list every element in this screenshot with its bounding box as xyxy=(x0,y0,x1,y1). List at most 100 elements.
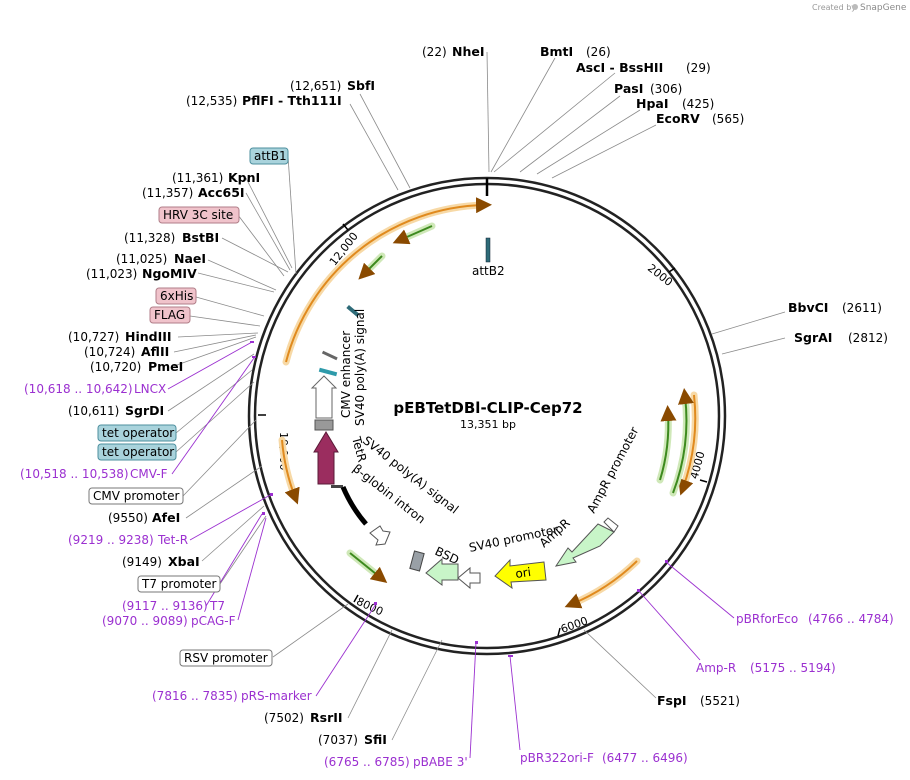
primer-pcagf: pCAG-F xyxy=(191,614,236,628)
primer-prsmarker: pRS-marker xyxy=(241,689,312,703)
credit-prefix: Created by xyxy=(812,3,856,12)
feature-box-tet-operator-1: tet operator xyxy=(97,424,177,442)
site-afei-pos: (9550) xyxy=(108,511,148,525)
primer-t7: T7 xyxy=(209,599,225,613)
orf-green-4 xyxy=(672,388,694,494)
feature-box-cmv-promoter: CMV promoter xyxy=(88,487,184,505)
orf-arc-left xyxy=(281,439,300,505)
tick-mark-8000 xyxy=(353,594,359,603)
bglobin-intron-bar xyxy=(340,486,368,526)
orf-green-1 xyxy=(392,225,433,245)
feature-box-6xhis: 6xHis xyxy=(155,287,197,305)
tick-mark-12000 xyxy=(342,223,349,231)
site-fspi-pos: (5521) xyxy=(700,694,740,708)
site-xbai: XbaI xyxy=(168,554,200,569)
orf-arc-top xyxy=(285,197,492,363)
site-hindiii: HindIII xyxy=(125,329,172,344)
site-bbvci-pos: (2611) xyxy=(842,301,882,315)
orf-green-2 xyxy=(358,255,383,280)
site-ecorv: EcoRV xyxy=(656,111,700,126)
site-naei: NaeI xyxy=(174,251,206,266)
site-asci: AscI - BssHII xyxy=(576,60,663,75)
sv40-polya-label-1: SV40 poly(A) signal xyxy=(353,309,367,426)
site-bbvci: BbvCI xyxy=(788,300,828,315)
ampr-promoter-arrow xyxy=(603,517,619,533)
tick-mark-2000 xyxy=(668,267,676,273)
feature-box-t7-promoter: T7 promoter xyxy=(137,575,221,593)
ori-arrow xyxy=(494,558,547,590)
ampr-arrow xyxy=(554,523,615,567)
orf-arc-bottom-glow xyxy=(568,557,641,608)
site-nhei: NheI xyxy=(452,44,485,59)
primer-pbr322orif-range: (6477 .. 6496) xyxy=(602,751,688,765)
site-pflfi-pos: (12,535) xyxy=(186,94,237,108)
site-sfii: SfiI xyxy=(364,732,387,747)
inner-feature-2 xyxy=(321,350,338,361)
svg-text:FLAG: FLAG xyxy=(154,308,185,322)
site-ngomiv-pos: (11,023) xyxy=(86,267,137,281)
bsd-grey-box xyxy=(409,550,425,572)
tetr-arrow xyxy=(313,431,339,485)
primer-ring-marks xyxy=(250,341,668,657)
primer-cmvf: CMV-F xyxy=(130,467,168,481)
feature-box-attb1: attB1 xyxy=(249,147,289,165)
svg-text:tet operator: tet operator xyxy=(102,445,174,459)
bsd-arrow xyxy=(425,557,459,586)
site-connectors xyxy=(167,51,786,741)
site-sbfi-pos: (12,651) xyxy=(290,79,341,93)
primer-prsmarker-range: (7816 .. 7835) xyxy=(152,689,238,703)
primer-tetr-range: (9219 .. 9238) xyxy=(68,533,154,547)
feature-box-hrv3c: HRV 3C site xyxy=(158,206,240,224)
site-asci-pos: (29) xyxy=(686,61,711,75)
site-acc65i: Acc65I xyxy=(198,185,245,200)
site-bstbi: BstBI xyxy=(182,230,219,245)
primer-pbr322orif: pBR322ori-F xyxy=(520,751,594,765)
primer-cmvf-range: (10,518 .. 10,538) xyxy=(20,467,129,481)
orf-green-5 xyxy=(349,552,388,584)
primer-t7-range: (9117 .. 9136) xyxy=(122,599,208,613)
site-aflii-pos: (10,724) xyxy=(84,345,135,359)
site-rsrii: RsrII xyxy=(310,710,343,725)
tick-mark-6000 xyxy=(557,627,561,637)
primer-ampr-range: (5175 .. 5194) xyxy=(750,661,836,675)
cmv-enhancer-label: CMV enhancer xyxy=(339,331,353,418)
svg-text:CMV promoter: CMV promoter xyxy=(93,489,180,503)
attb2-label: attB2 xyxy=(472,264,505,278)
site-sgrai: SgrAI xyxy=(794,330,832,345)
primer-pbrforeco: pBRforEco xyxy=(736,612,798,626)
svg-text:RSV promoter: RSV promoter xyxy=(184,651,268,665)
site-xbai-pos: (9149) xyxy=(122,555,162,569)
site-rsrii-pos: (7502) xyxy=(264,711,304,725)
site-kpni: KpnI xyxy=(228,170,260,185)
orf-arc-bottom xyxy=(564,560,638,609)
plasmid-length: 13,351 bp xyxy=(460,418,516,431)
ori-label: ori xyxy=(514,565,531,581)
orf-arc-right xyxy=(678,394,697,496)
site-pmei-pos: (10,720) xyxy=(90,360,141,374)
primer-lncx-range: (10,618 .. 10,642) xyxy=(24,382,133,396)
site-ngomiv: NgoMIV xyxy=(142,266,197,281)
site-sfii-pos: (7037) xyxy=(318,733,358,747)
svg-text:T7 promoter: T7 promoter xyxy=(141,577,217,591)
site-kpni-pos: (11,361) xyxy=(172,171,223,185)
primer-tetr: Tet-R xyxy=(157,533,188,547)
site-sbfi: SbfI xyxy=(347,78,375,93)
tick-mark-4000 xyxy=(699,479,708,483)
site-nhei-pos: (22) xyxy=(422,45,447,59)
site-fspi: FspI xyxy=(657,693,687,708)
site-hpai: HpaI xyxy=(636,96,669,111)
site-pasi: PasI xyxy=(614,81,643,96)
site-afei: AfeI xyxy=(152,510,180,525)
site-hindiii-pos: (10,727) xyxy=(68,330,119,344)
site-ecorv-pos: (565) xyxy=(712,112,744,126)
orf-arc-top-glow xyxy=(282,201,488,366)
svg-text:tet operator: tet operator xyxy=(102,426,174,440)
small-white-arrow xyxy=(369,525,391,546)
attb2-feature xyxy=(485,237,491,263)
cmv-enhancer-arrow xyxy=(310,375,338,419)
inner-feature-3 xyxy=(318,367,338,377)
primer-pbabe-range: (6765 .. 6785) xyxy=(324,755,410,769)
credit-brand: SnapGene xyxy=(860,3,907,13)
site-acc65i-pos: (11,357) xyxy=(142,186,193,200)
